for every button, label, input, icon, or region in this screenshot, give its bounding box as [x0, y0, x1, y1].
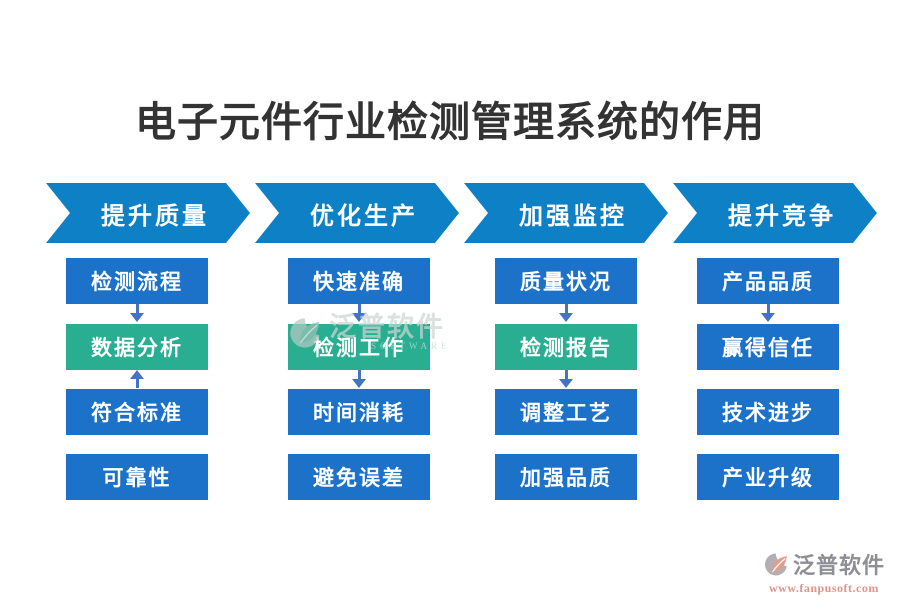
arrow-down-icon: [130, 304, 144, 322]
flow-box: 可靠性: [66, 454, 208, 500]
flow-box: 调整工艺: [495, 389, 637, 435]
banner-quality-label: 提升质量: [101, 203, 209, 230]
banner-competition-label: 提升竞争: [728, 203, 836, 230]
flow-box: 检测工作: [288, 324, 430, 370]
flow-box: 符合标准: [66, 389, 208, 435]
flow-box: 技术进步: [697, 389, 839, 435]
flow-box: 检测流程: [66, 258, 208, 304]
watermark-url: www.fanpusoft.com: [769, 581, 879, 595]
banner-competition: 提升竞争: [673, 183, 877, 243]
flow-box: 快速准确: [288, 258, 430, 304]
banner-production-label: 优化生产: [310, 203, 418, 230]
flow-box: 数据分析: [66, 324, 208, 370]
banner-monitoring: 加强监控: [464, 183, 668, 243]
arrow-up-icon: [130, 370, 144, 388]
leaf-logo-icon: [764, 553, 787, 575]
flow-box: 时间消耗: [288, 389, 430, 435]
arrow-down-icon: [352, 304, 366, 322]
page-title: 电子元件行业检测管理系统的作用: [135, 99, 765, 145]
flow-box: 质量状况: [495, 258, 637, 304]
banner-monitoring-label: 加强监控: [519, 203, 627, 230]
flow-box: 避免误差: [288, 454, 430, 500]
banner-production: 优化生产: [255, 183, 459, 243]
watermark-corner: 泛普软件 www.fanpusoft.com: [764, 548, 896, 596]
arrow-down-icon: [761, 304, 775, 322]
flow-box: 产品品质: [697, 258, 839, 304]
watermark-brand: 泛普软件: [793, 553, 886, 578]
flow-box: 赢得信任: [697, 324, 839, 370]
arrow-down-icon: [559, 370, 573, 388]
flow-box: 检测报告: [495, 324, 637, 370]
arrow-down-icon: [559, 304, 573, 322]
flow-box: 产业升级: [697, 454, 839, 500]
banner-quality: 提升质量: [46, 183, 250, 243]
arrow-down-icon: [352, 370, 366, 388]
flow-box: 加强品质: [495, 454, 637, 500]
